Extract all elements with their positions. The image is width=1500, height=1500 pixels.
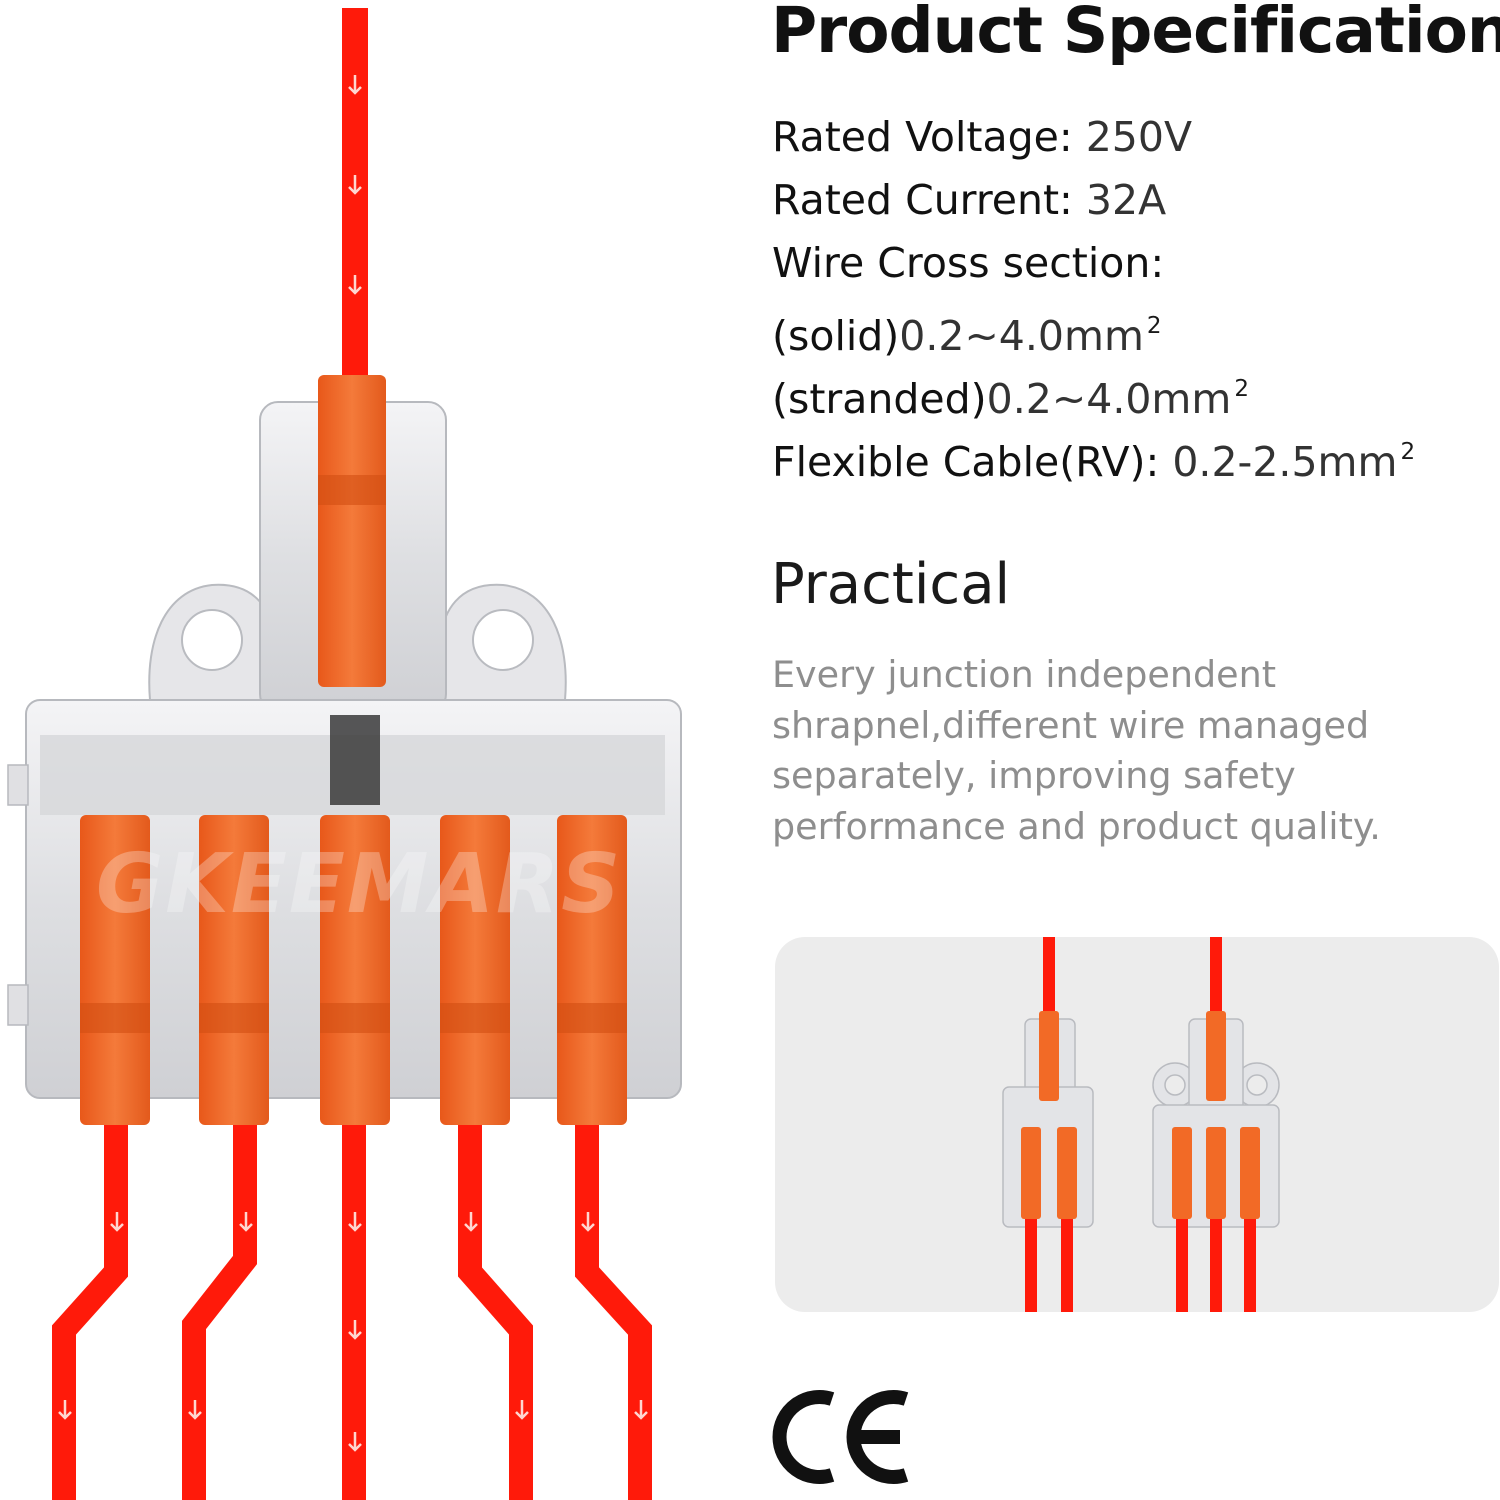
spec-line-rated-voltage: Rated Voltage: 250V [772,106,1492,169]
mounting-hole-left [181,609,243,671]
output-lever-1 [80,815,150,1125]
output-wire-2 [182,1120,257,1500]
input-wire [342,8,368,398]
spec-line-rated-current: Rated Current: 32A [772,169,1492,232]
output-lever-2 [199,815,269,1125]
practical-title: Practical [771,552,1011,617]
output-wire-4 [458,1120,533,1500]
spec-value: 250V [1072,113,1193,161]
output-lever-5 [557,815,627,1125]
inset-connectors-illustration [1002,937,1280,1312]
small-connector-3way [1152,937,1280,1312]
spec-label: Rated Voltage: [772,113,1073,161]
practical-line: performance and product quality. [772,804,1381,848]
ce-letter-c [772,1390,835,1484]
spec-value: 32A [1072,176,1167,224]
brand-watermark: GKEEMARS [96,837,622,932]
practical-line: separately, improving safety [772,754,1296,797]
spec-label: Flexible Cable(RV): [772,438,1160,486]
spec-label: Rated Current: [772,176,1073,224]
flow-arrows [58,75,648,1452]
output-lever-4 [440,815,510,1125]
practical-line: Every junction independent [772,653,1277,696]
output-levers [80,815,627,1125]
spec-label: (solid) [772,312,900,360]
spec-label: (stranded) [772,375,987,423]
spec-superscript: 2 [1400,439,1416,465]
practical-line: shrapnel,different wire managed [772,703,1370,747]
practical-description: Every junction independent shrapnel,diff… [772,650,1472,852]
output-wires [52,1120,652,1500]
spec-value: 0.2-2.5mm [1159,438,1398,486]
product-illustration: GKEEMARS [7,8,682,1500]
spec-superscript: 2 [1234,376,1249,402]
mounting-ears [148,583,567,701]
spec-superscript: 2 [1146,313,1162,339]
spec-label: Wire Cross section: [772,239,1165,287]
output-wire-5 [575,1120,652,1500]
spec-line-wire-cross-section: Wire Cross section: [772,232,1492,295]
small-connector-2way [1002,937,1094,1312]
output-lever-3 [320,815,390,1125]
ce-certification-mark: CE [772,1390,909,1484]
inset-panel [775,937,1499,1312]
spec-title: Product Specification [771,0,1500,67]
spec-value: 0.2~4.0mm [899,312,1144,360]
mounting-hole-right [472,609,534,671]
spec-list: Rated Voltage: 250V Rated Current: 32A W… [772,106,1492,486]
spec-value: 0.2~4.0mm [986,375,1232,423]
output-wire-1 [52,1120,128,1500]
ce-letter-e [846,1390,909,1484]
input-lever [318,375,386,687]
